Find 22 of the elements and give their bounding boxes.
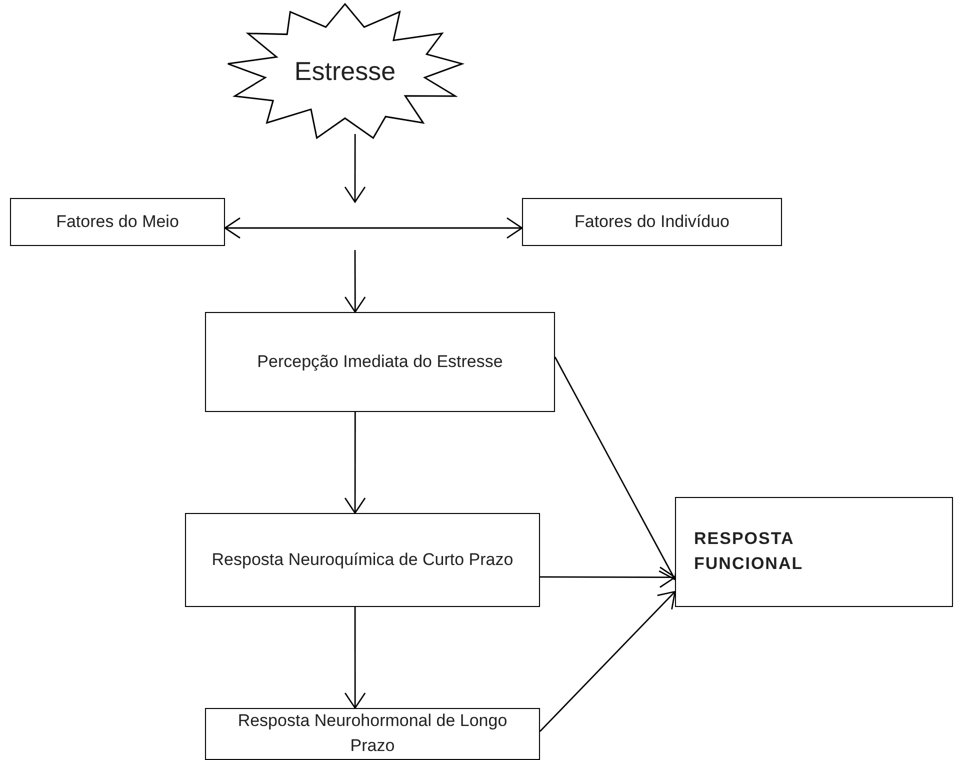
node-text: RESPOSTA FUNCIONAL <box>694 528 804 575</box>
node-text: Percepção Imediata do Estresse <box>257 350 503 373</box>
process-box <box>522 198 782 246</box>
process-box <box>675 497 953 607</box>
node-text: Resposta Neuroquímica de Curto Prazo <box>212 548 514 571</box>
arrow <box>344 412 366 514</box>
node-text: Fatores do Meio <box>56 210 179 233</box>
process-box <box>205 312 555 412</box>
node-text: Fatores do Indivíduo <box>574 210 730 233</box>
node-text: Resposta Neurohormonal de Longo Prazo <box>236 710 508 757</box>
arrow <box>344 607 366 709</box>
arrow <box>224 217 523 239</box>
arrow <box>344 134 366 203</box>
node-text: Estresse <box>294 55 396 88</box>
process-box <box>10 198 225 246</box>
arrow <box>540 590 676 732</box>
starburst-shape <box>225 2 465 142</box>
process-box <box>205 708 540 760</box>
arrow <box>540 566 676 588</box>
arrow <box>344 250 366 313</box>
arrow <box>554 356 678 580</box>
process-box <box>185 513 540 607</box>
